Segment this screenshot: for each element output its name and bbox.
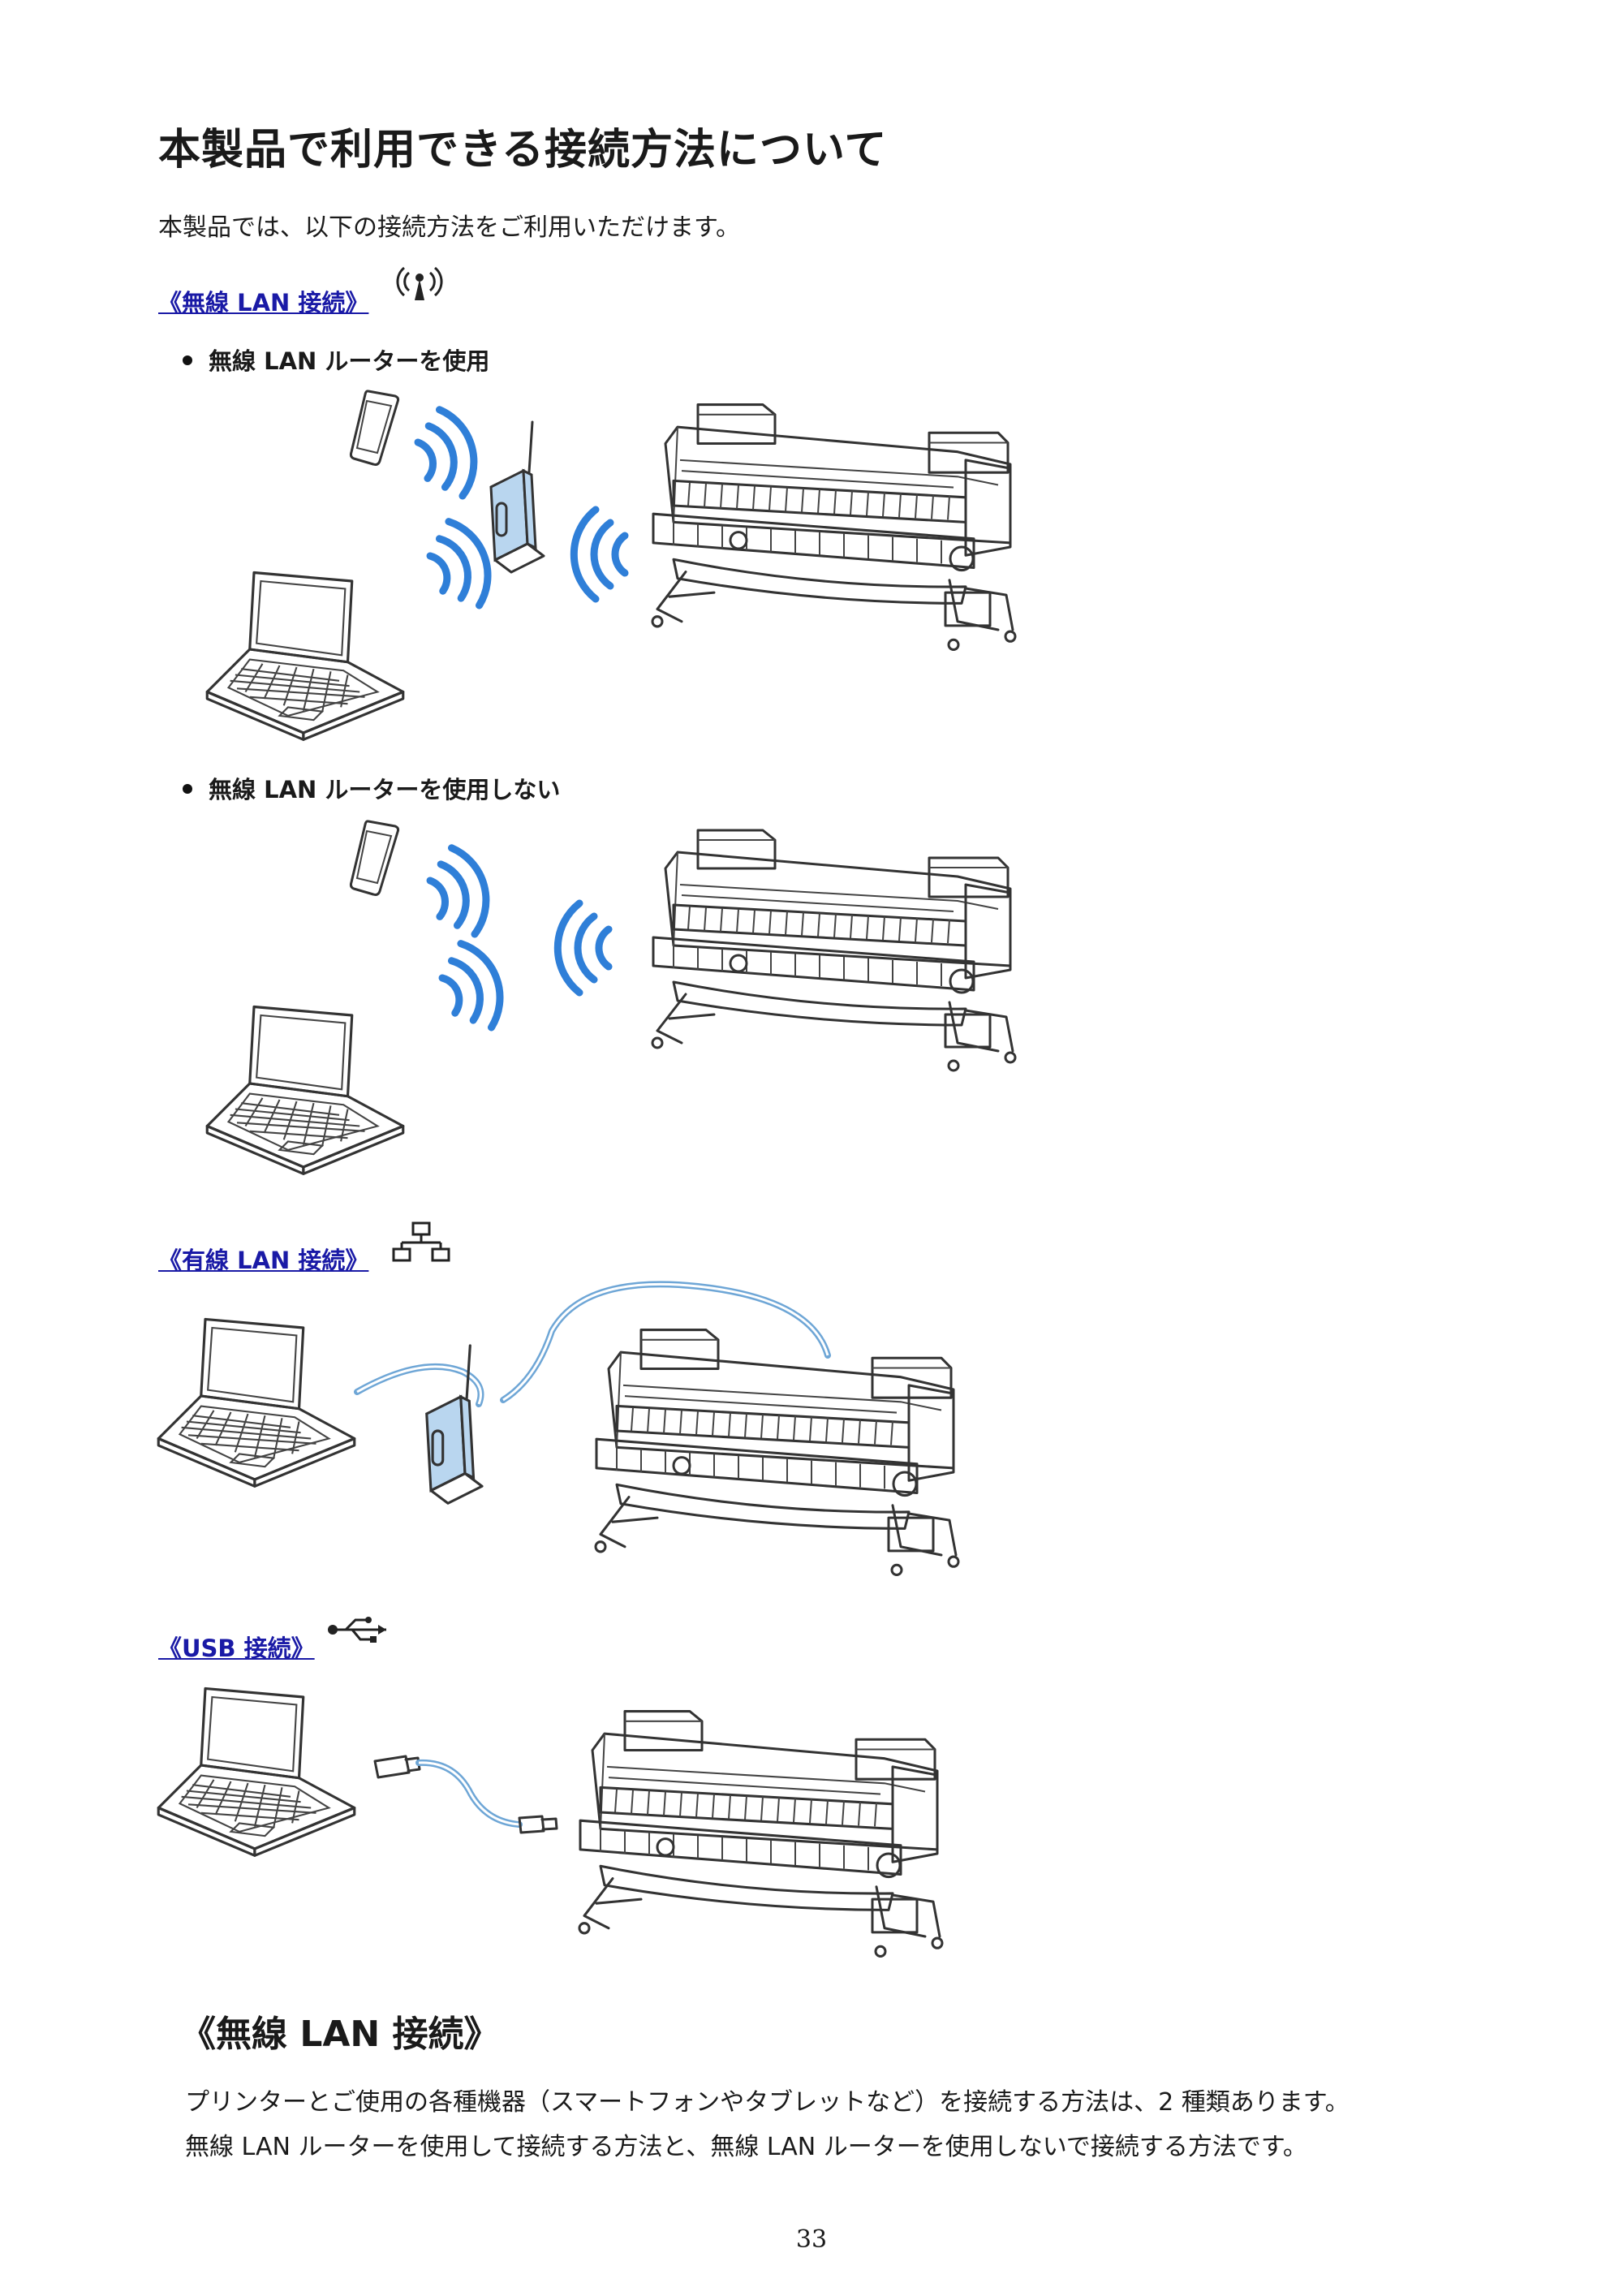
wireless-waves [574,510,625,599]
usb-icon [328,1617,386,1643]
wireless-lan-link[interactable]: 《無線 LAN 接続》 [158,289,369,317]
printer-image [651,829,1017,1072]
usb-cable [373,1755,558,1834]
usb-link-row: 《USB 接続》 [158,1630,315,1664]
wireless-waves [421,514,500,615]
smartphone-image [349,390,400,466]
wireless-router-image [489,420,545,574]
laptop-image [157,1317,356,1488]
wireless-lan-description-line1: プリンターとご使用の各種機器（スマートフォンやタブレットなど）を接続する方法は、… [185,2088,1350,2117]
smartphone-image [349,820,400,896]
bullet-with-router-label: 無線 LAN ルーターを使用 [209,347,490,375]
diagram-usb [157,1686,944,1958]
wireless-antenna-icon [396,266,443,300]
bullet-without-router-label: 無線 LAN ルーターを使用しない [209,776,561,803]
intro-text: 本製品では、以下の接続方法をご利用いただけます。 [158,213,740,242]
diagram-with-router [205,390,1017,741]
laptop-image [205,1005,405,1175]
bullet-without-router: 無線 LAN ルーターを使用しない [183,771,560,805]
wireless-lan-heading: 《無線 LAN 接続》 [180,2014,500,2055]
diagram-without-router [205,820,1017,1175]
page-number: 33 [795,2225,828,2254]
wired-lan-link-row: 《有線 LAN 接続》 [158,1242,368,1276]
printer-image [578,1710,944,1958]
usb-link[interactable]: 《USB 接続》 [158,1635,315,1662]
wireless-waves [558,903,609,993]
wireless-waves [433,936,512,1037]
bullet-with-router: 無線 LAN ルーターを使用 [183,342,489,377]
wireless-waves [411,404,484,503]
wired-network-icon [392,1221,450,1262]
bullet-dot [183,784,192,794]
printer-image [594,1329,960,1577]
wireless-lan-link-row: 《無線 LAN 接続》 [158,284,368,318]
bullet-dot [183,355,192,365]
lan-cable [500,1281,831,1403]
diagram-wired-lan [157,1281,960,1577]
page-title: 本製品で利用できる接続方法について [158,126,888,174]
laptop-image [157,1686,356,1857]
printer-image [651,403,1017,652]
laptop-image [205,571,405,741]
wired-lan-link[interactable]: 《有線 LAN 接続》 [158,1247,369,1274]
wireless-lan-description-line2: 無線 LAN ルーターを使用して接続する方法と、無線 LAN ルーターを使用しな… [185,2133,1307,2161]
wireless-waves [424,842,496,941]
